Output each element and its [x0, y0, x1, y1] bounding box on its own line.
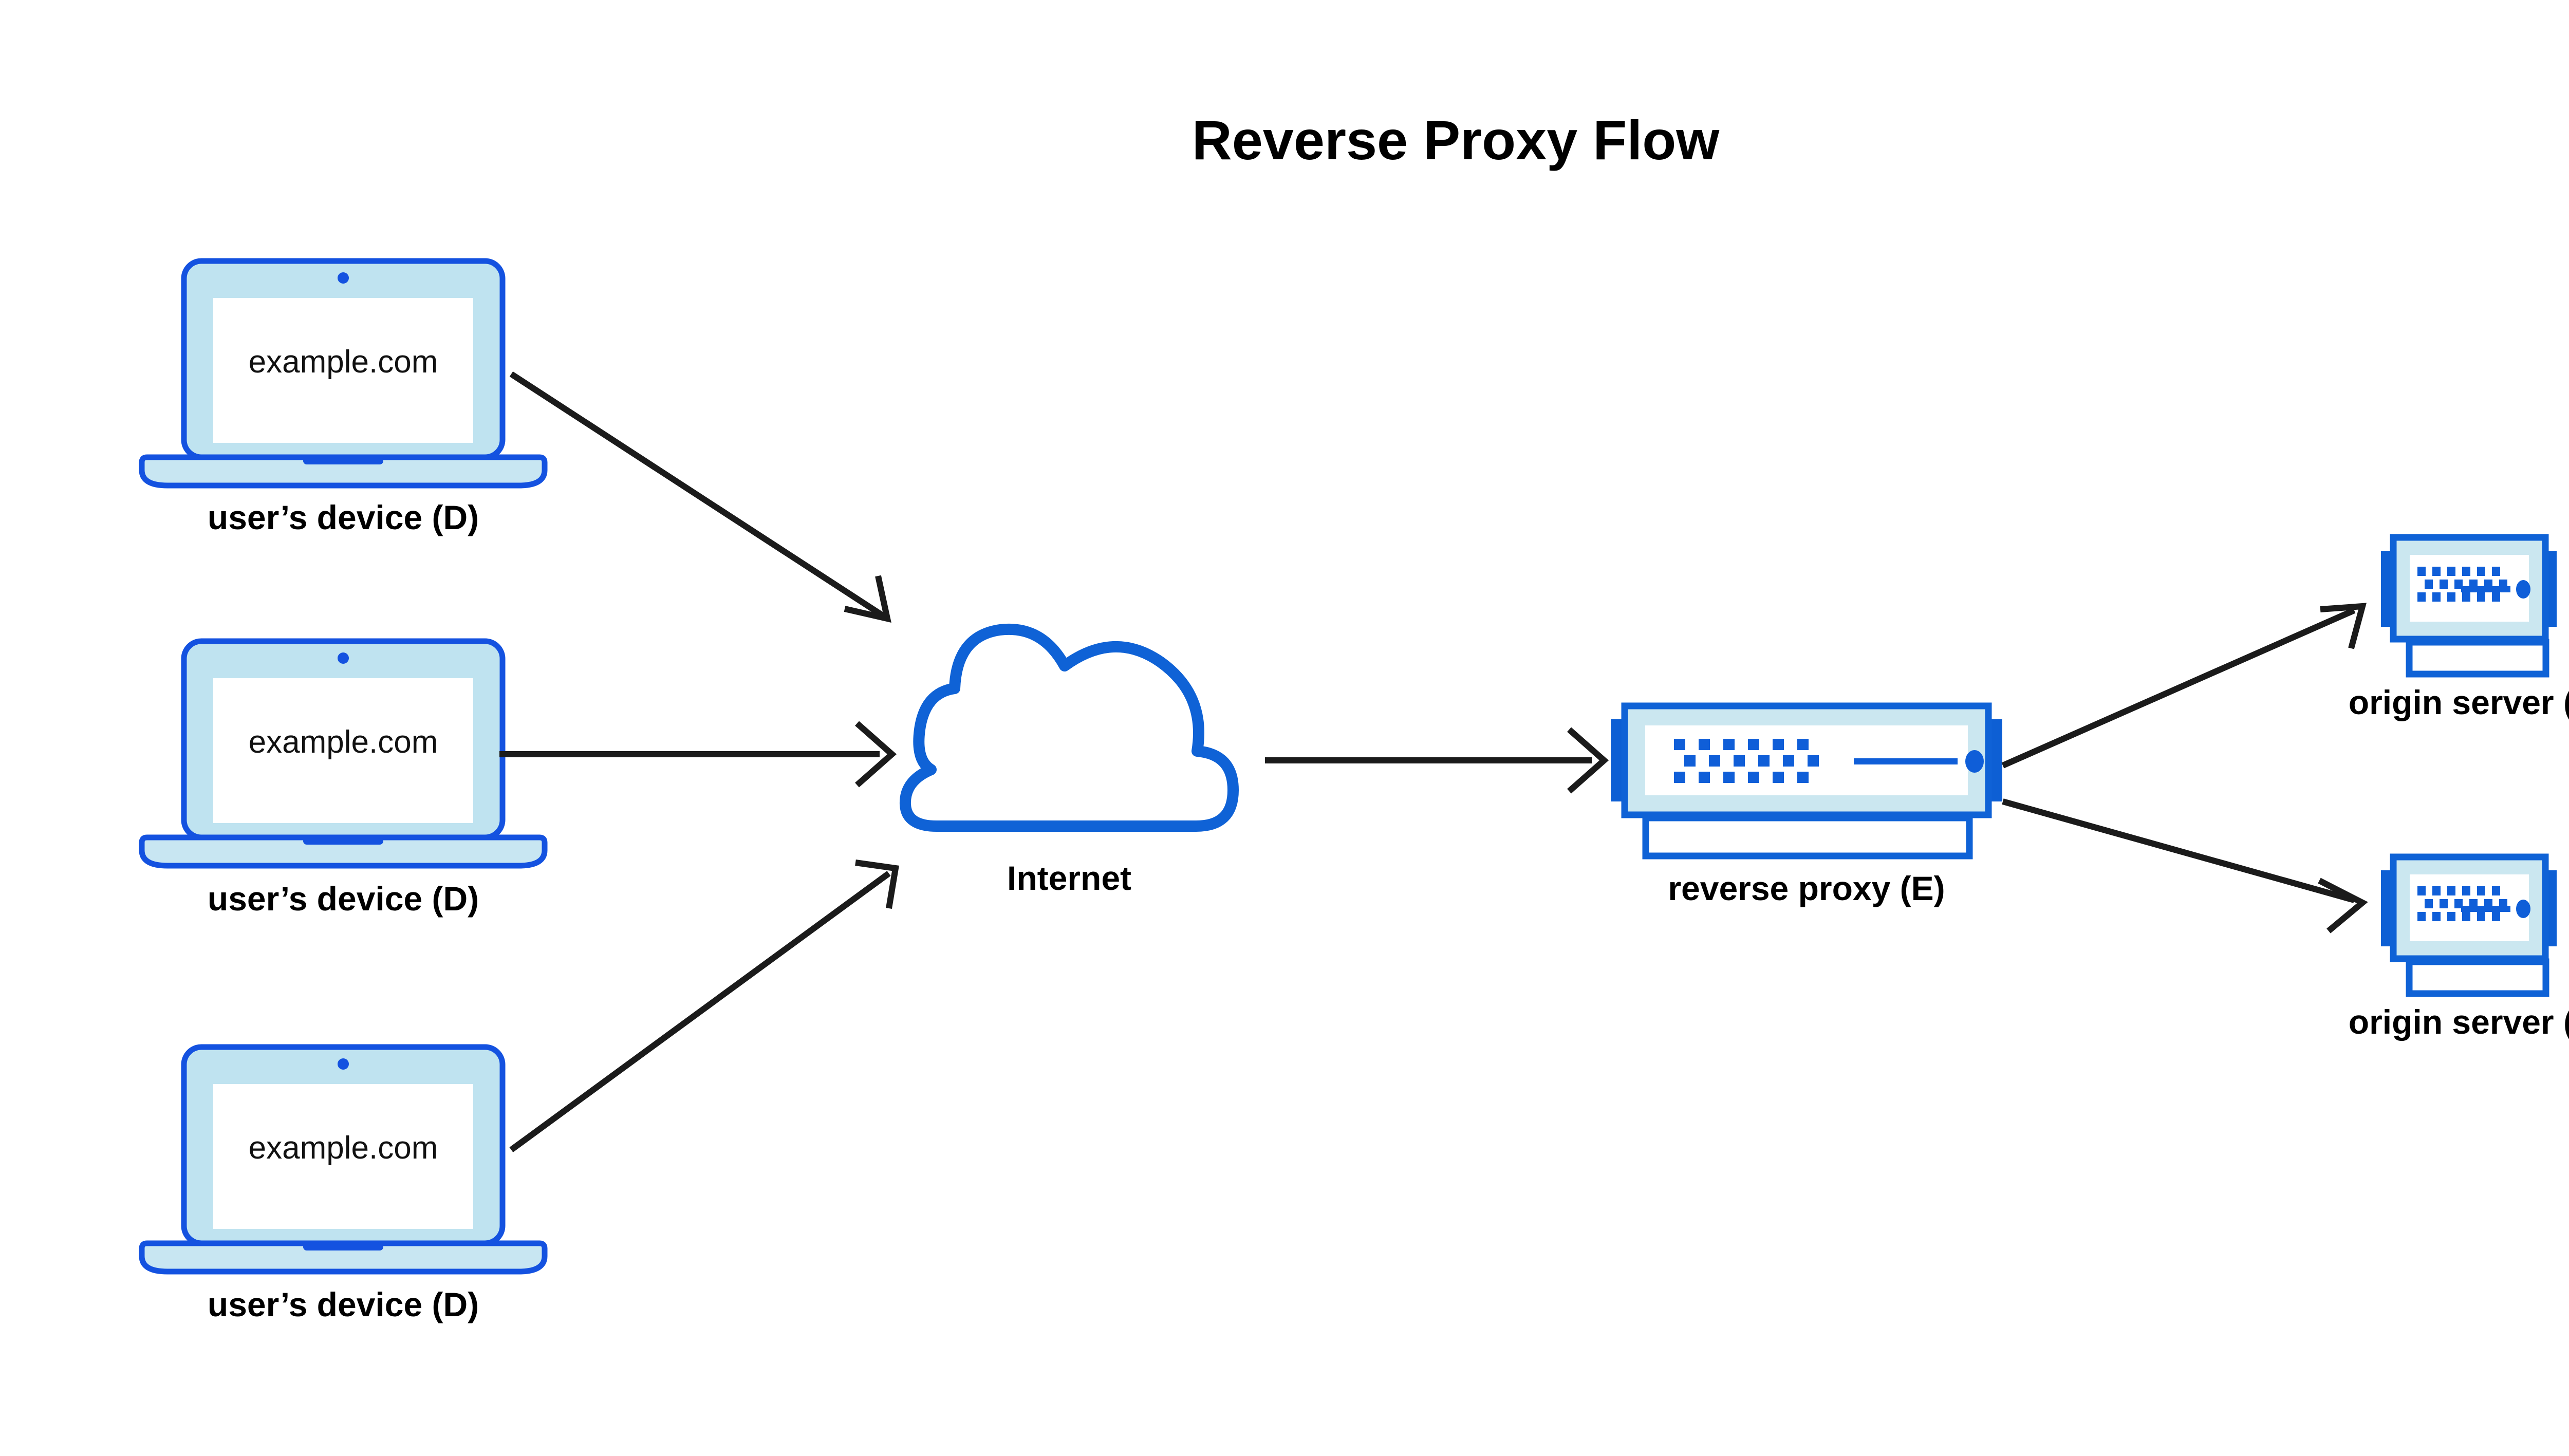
- webcam-icon: [338, 1058, 349, 1070]
- laptop-screen: [213, 678, 473, 823]
- laptop-device-3-label: user’s device (D): [208, 1285, 479, 1323]
- laptop-device-1[interactable]: example.com user’s device (D): [139, 258, 548, 536]
- arrow-proxy-to-origin2: [2002, 798, 2368, 934]
- server-base-shelf: [2406, 958, 2549, 997]
- arrow-device3-to-internet: [509, 860, 899, 1152]
- server-led-icon: [1965, 750, 1984, 773]
- reverse-proxy-label: reverse proxy (E): [1668, 869, 1945, 907]
- page-title: Reverse Proxy Flow: [1192, 109, 1720, 171]
- laptop-device-3[interactable]: example.com user’s device (D): [139, 1044, 548, 1323]
- server-led-icon: [2516, 900, 2530, 918]
- arrow-proxy-to-origin1: [2001, 603, 2367, 769]
- laptop-base: [139, 454, 548, 489]
- arrow-device2-to-internet: [499, 721, 897, 788]
- laptop-screen-text: example.com: [249, 1130, 438, 1166]
- server-port-grid: [1674, 739, 1819, 783]
- laptop-screen-text: example.com: [249, 724, 438, 760]
- webcam-icon: [338, 652, 349, 664]
- laptop-trackpad-notch: [303, 457, 383, 464]
- laptop-base: [139, 834, 548, 869]
- server-led-icon: [2516, 580, 2530, 599]
- laptop-trackpad-notch: [303, 837, 383, 845]
- laptop-base: [139, 1240, 548, 1275]
- origin-server-2-label: origin server (F): [2349, 1003, 2569, 1041]
- webcam-icon: [338, 272, 349, 284]
- laptop-device-1-label: user’s device (D): [208, 498, 479, 536]
- laptop-screen: [213, 298, 473, 443]
- internet-label: Internet: [1007, 859, 1131, 897]
- internet-cloud[interactable]: Internet: [899, 623, 1239, 897]
- server-base-shelf: [2406, 639, 2549, 678]
- reverse-proxy-server[interactable]: reverse proxy (E): [1611, 702, 2002, 907]
- cloud-icon: [899, 623, 1239, 832]
- origin-server-1-label: origin server (F): [2349, 683, 2569, 721]
- laptop-device-2-label: user’s device (D): [208, 880, 479, 918]
- laptop-screen: [213, 1084, 473, 1229]
- laptop-trackpad-notch: [303, 1243, 383, 1250]
- arrow-internet-to-proxy: [1265, 727, 1609, 794]
- arrow-device1-to-internet: [509, 371, 891, 623]
- laptop-device-2[interactable]: example.com user’s device (D): [139, 638, 548, 918]
- origin-server-2[interactable]: origin server (F): [2349, 853, 2569, 1041]
- server-base-shelf: [1642, 814, 1973, 860]
- laptop-screen-text: example.com: [249, 344, 438, 380]
- origin-server-1[interactable]: origin server (F): [2349, 534, 2569, 721]
